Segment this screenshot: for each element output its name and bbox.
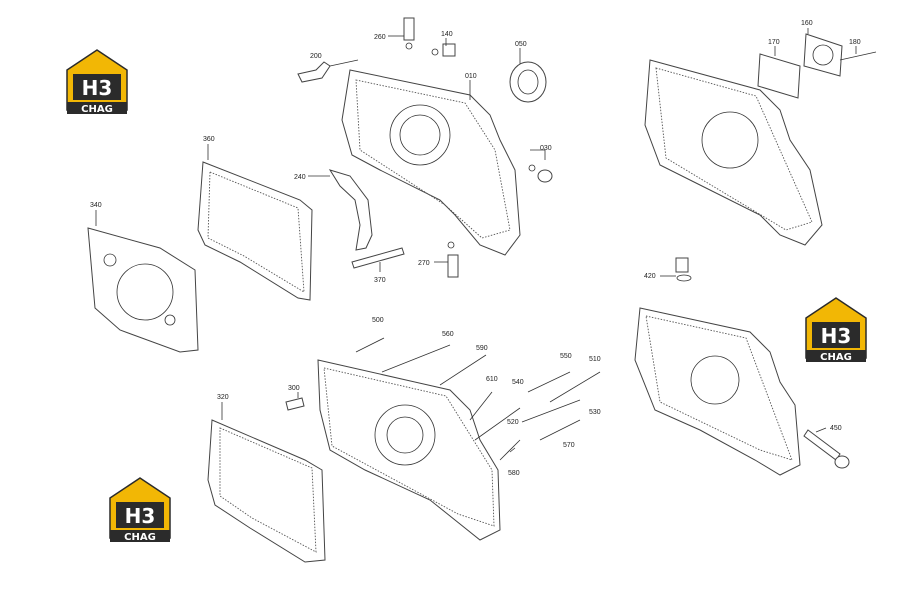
callout-520: 520	[507, 419, 519, 426]
callout-320: 320	[217, 394, 229, 401]
shaft-450	[803, 429, 850, 469]
cover-160	[803, 33, 843, 77]
valve-260	[403, 17, 415, 50]
callout-590: 590	[476, 345, 488, 352]
housing-upper-center	[341, 69, 521, 256]
housing-bottom-right	[634, 307, 801, 476]
callout-010: 010	[465, 73, 477, 80]
callout-420: 420	[644, 273, 656, 280]
plug-030	[528, 164, 553, 183]
callout-340: 340	[90, 202, 102, 209]
logo-word: CHAG	[820, 352, 852, 363]
leader-lines	[95, 28, 857, 433]
bolt-set	[355, 337, 601, 461]
callout-180: 180	[849, 39, 861, 46]
callout-160: 160	[801, 20, 813, 27]
housing-top-right	[644, 59, 823, 246]
brand-logo-middle-right: H3 CHAG	[805, 297, 867, 363]
callout-370: 370	[374, 277, 386, 284]
callout-300: 300	[288, 385, 300, 392]
callout-510: 510	[589, 356, 601, 363]
logo-mark: H3	[821, 324, 852, 348]
logo-word: CHAG	[81, 104, 113, 115]
plug-420	[675, 257, 692, 282]
gasket-340	[87, 227, 199, 353]
logo-mark: H3	[125, 504, 156, 528]
brand-logo-top-left: H3 CHAG	[66, 49, 128, 115]
bolt-140	[431, 43, 456, 57]
callout-050: 050	[515, 41, 527, 48]
callout-560: 560	[442, 331, 454, 338]
logo-mark: H3	[82, 76, 113, 100]
gasket-170	[757, 53, 801, 99]
gasket-360	[197, 161, 313, 301]
seal-050	[509, 61, 547, 103]
callout-530: 530	[589, 409, 601, 416]
callout-270: 270	[418, 260, 430, 267]
callout-260: 260	[374, 34, 386, 41]
callout-580: 580	[508, 470, 520, 477]
callout-550: 550	[560, 353, 572, 360]
valve-270	[447, 241, 459, 278]
callout-140: 140	[441, 31, 453, 38]
bolt-180	[839, 51, 877, 61]
callout-360: 360	[203, 136, 215, 143]
callout-450: 450	[830, 425, 842, 432]
rod-370	[351, 247, 405, 269]
callout-170: 170	[768, 39, 780, 46]
callout-500: 500	[372, 317, 384, 324]
brand-logo-bottom-left: H3 CHAG	[109, 477, 171, 543]
callout-030: 030	[540, 145, 552, 152]
callout-200: 200	[310, 53, 322, 60]
callout-540: 540	[512, 379, 524, 386]
shift-fork-240	[328, 169, 373, 251]
logo-word: CHAG	[124, 532, 156, 543]
callout-570: 570	[563, 442, 575, 449]
callout-610: 610	[486, 376, 498, 383]
gasket-320	[207, 419, 326, 563]
callout-240: 240	[294, 174, 306, 181]
housing-lower-center	[317, 359, 501, 541]
pin-300	[285, 397, 305, 411]
callout-labels: 010 030 050 140 160 170 180 200 240 260 …	[90, 20, 861, 477]
pin-200	[297, 61, 331, 83]
